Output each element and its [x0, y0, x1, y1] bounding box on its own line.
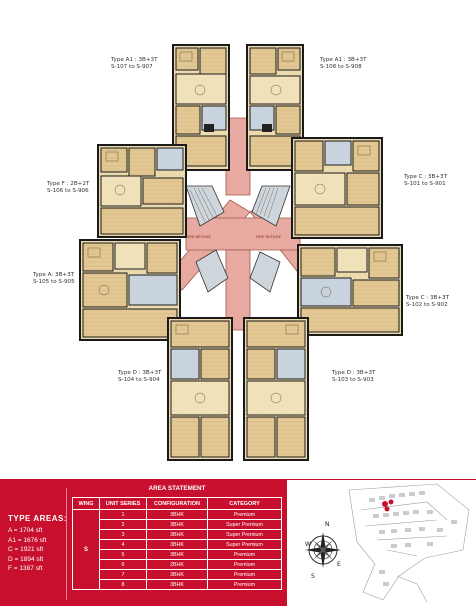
compass-s: S	[311, 573, 315, 580]
compass-icon	[305, 532, 341, 568]
config-cell: 3BHK	[146, 509, 208, 520]
table-row: 2 3BHK Super Premium	[73, 519, 282, 530]
table-row: 8 3BHK Premium	[73, 579, 282, 590]
type-area-row: A1 = 1676 sft	[8, 536, 47, 544]
unit-cell: 3	[99, 529, 147, 540]
config-cell: 3BHK	[146, 529, 208, 540]
stair-core	[185, 185, 291, 293]
type-area-row: A = 1704 sft	[8, 527, 43, 534]
compass-w: W	[305, 541, 311, 548]
unit-cell: 2	[99, 519, 147, 530]
unit-cell: 7	[99, 569, 147, 580]
svg-text:FIRE REFUGE: FIRE REFUGE	[186, 234, 211, 239]
table-row: 3 3BHK Super Premium	[73, 529, 282, 540]
table-row: 6 2BHK Premium	[73, 559, 282, 570]
category-cell: Super Premium	[207, 519, 282, 530]
unit-d-left	[167, 317, 233, 461]
table-row: S 1 3BHK Premium	[72, 509, 282, 590]
wing-cell: S	[72, 509, 100, 590]
unit-c-right-top	[291, 137, 383, 239]
config-cell: 3BHK	[146, 569, 208, 580]
category-cell: Super Premium	[207, 529, 282, 540]
config-cell: 3BHK	[146, 519, 208, 530]
type-areas-title: TYPE AREAS:	[8, 514, 67, 523]
category-cell: Premium	[207, 569, 282, 580]
footer-divider	[66, 488, 67, 600]
col-header: UNIT SERIES	[99, 497, 147, 510]
floor-plan: FIRE REFUGE FIRE REFUGE	[79, 44, 403, 461]
unit-cell: 8	[99, 579, 147, 590]
config-cell: 3BHK	[146, 579, 208, 590]
svg-text:FIRE REFUGE: FIRE REFUGE	[256, 234, 281, 239]
table-row: 7 3BHK Premium	[73, 569, 282, 580]
config-cell: 3BHK	[146, 539, 208, 550]
type-area-row: F = 1387 sft	[8, 565, 43, 572]
unit-c-right-bottom	[297, 244, 403, 336]
config-cell: 3BHK	[146, 549, 208, 560]
col-header: CATEGORY	[207, 497, 282, 510]
highlight-marker	[382, 499, 394, 512]
unit-cell: 4	[99, 539, 147, 550]
area-statement-title: AREA STATEMENT	[148, 485, 206, 492]
area-statement-table: WING UNIT SERIES CONFIGURATION CATEGORY …	[72, 497, 282, 590]
category-cell: Premium	[207, 559, 282, 570]
unit-f-left	[97, 144, 187, 238]
unit-cell: 1	[99, 509, 147, 520]
col-header: CONFIGURATION	[146, 497, 208, 510]
type-area-row: C = 1921 sft	[8, 546, 44, 553]
type-area-row: D = 1894 sft	[8, 555, 44, 563]
table-row: 5 3BHK Premium	[73, 549, 282, 560]
area-statement: AREA STATEMENT WING UNIT SERIES CONFIGUR…	[72, 482, 282, 602]
category-cell: Premium	[207, 549, 282, 560]
category-cell: Premium	[207, 509, 282, 520]
site-key-plan: N W E S	[287, 480, 476, 606]
unit-cell: 6	[99, 559, 147, 570]
unit-cell: 5	[99, 549, 147, 560]
unit-d-right	[243, 317, 309, 461]
table-row: 4 3BHK Super Premium	[73, 539, 282, 550]
category-cell: Premium	[207, 579, 282, 590]
col-header: WING	[72, 497, 100, 510]
config-cell: 2BHK	[146, 559, 208, 570]
compass-e: E	[337, 561, 341, 568]
unit-a-left	[79, 239, 181, 341]
category-cell: Super Premium	[207, 539, 282, 550]
compass-n: N	[325, 521, 330, 528]
site-map: N W E S	[305, 483, 470, 603]
type-areas: TYPE AREAS: A = 1704 sft A1 = 1676 sft C…	[8, 514, 67, 574]
